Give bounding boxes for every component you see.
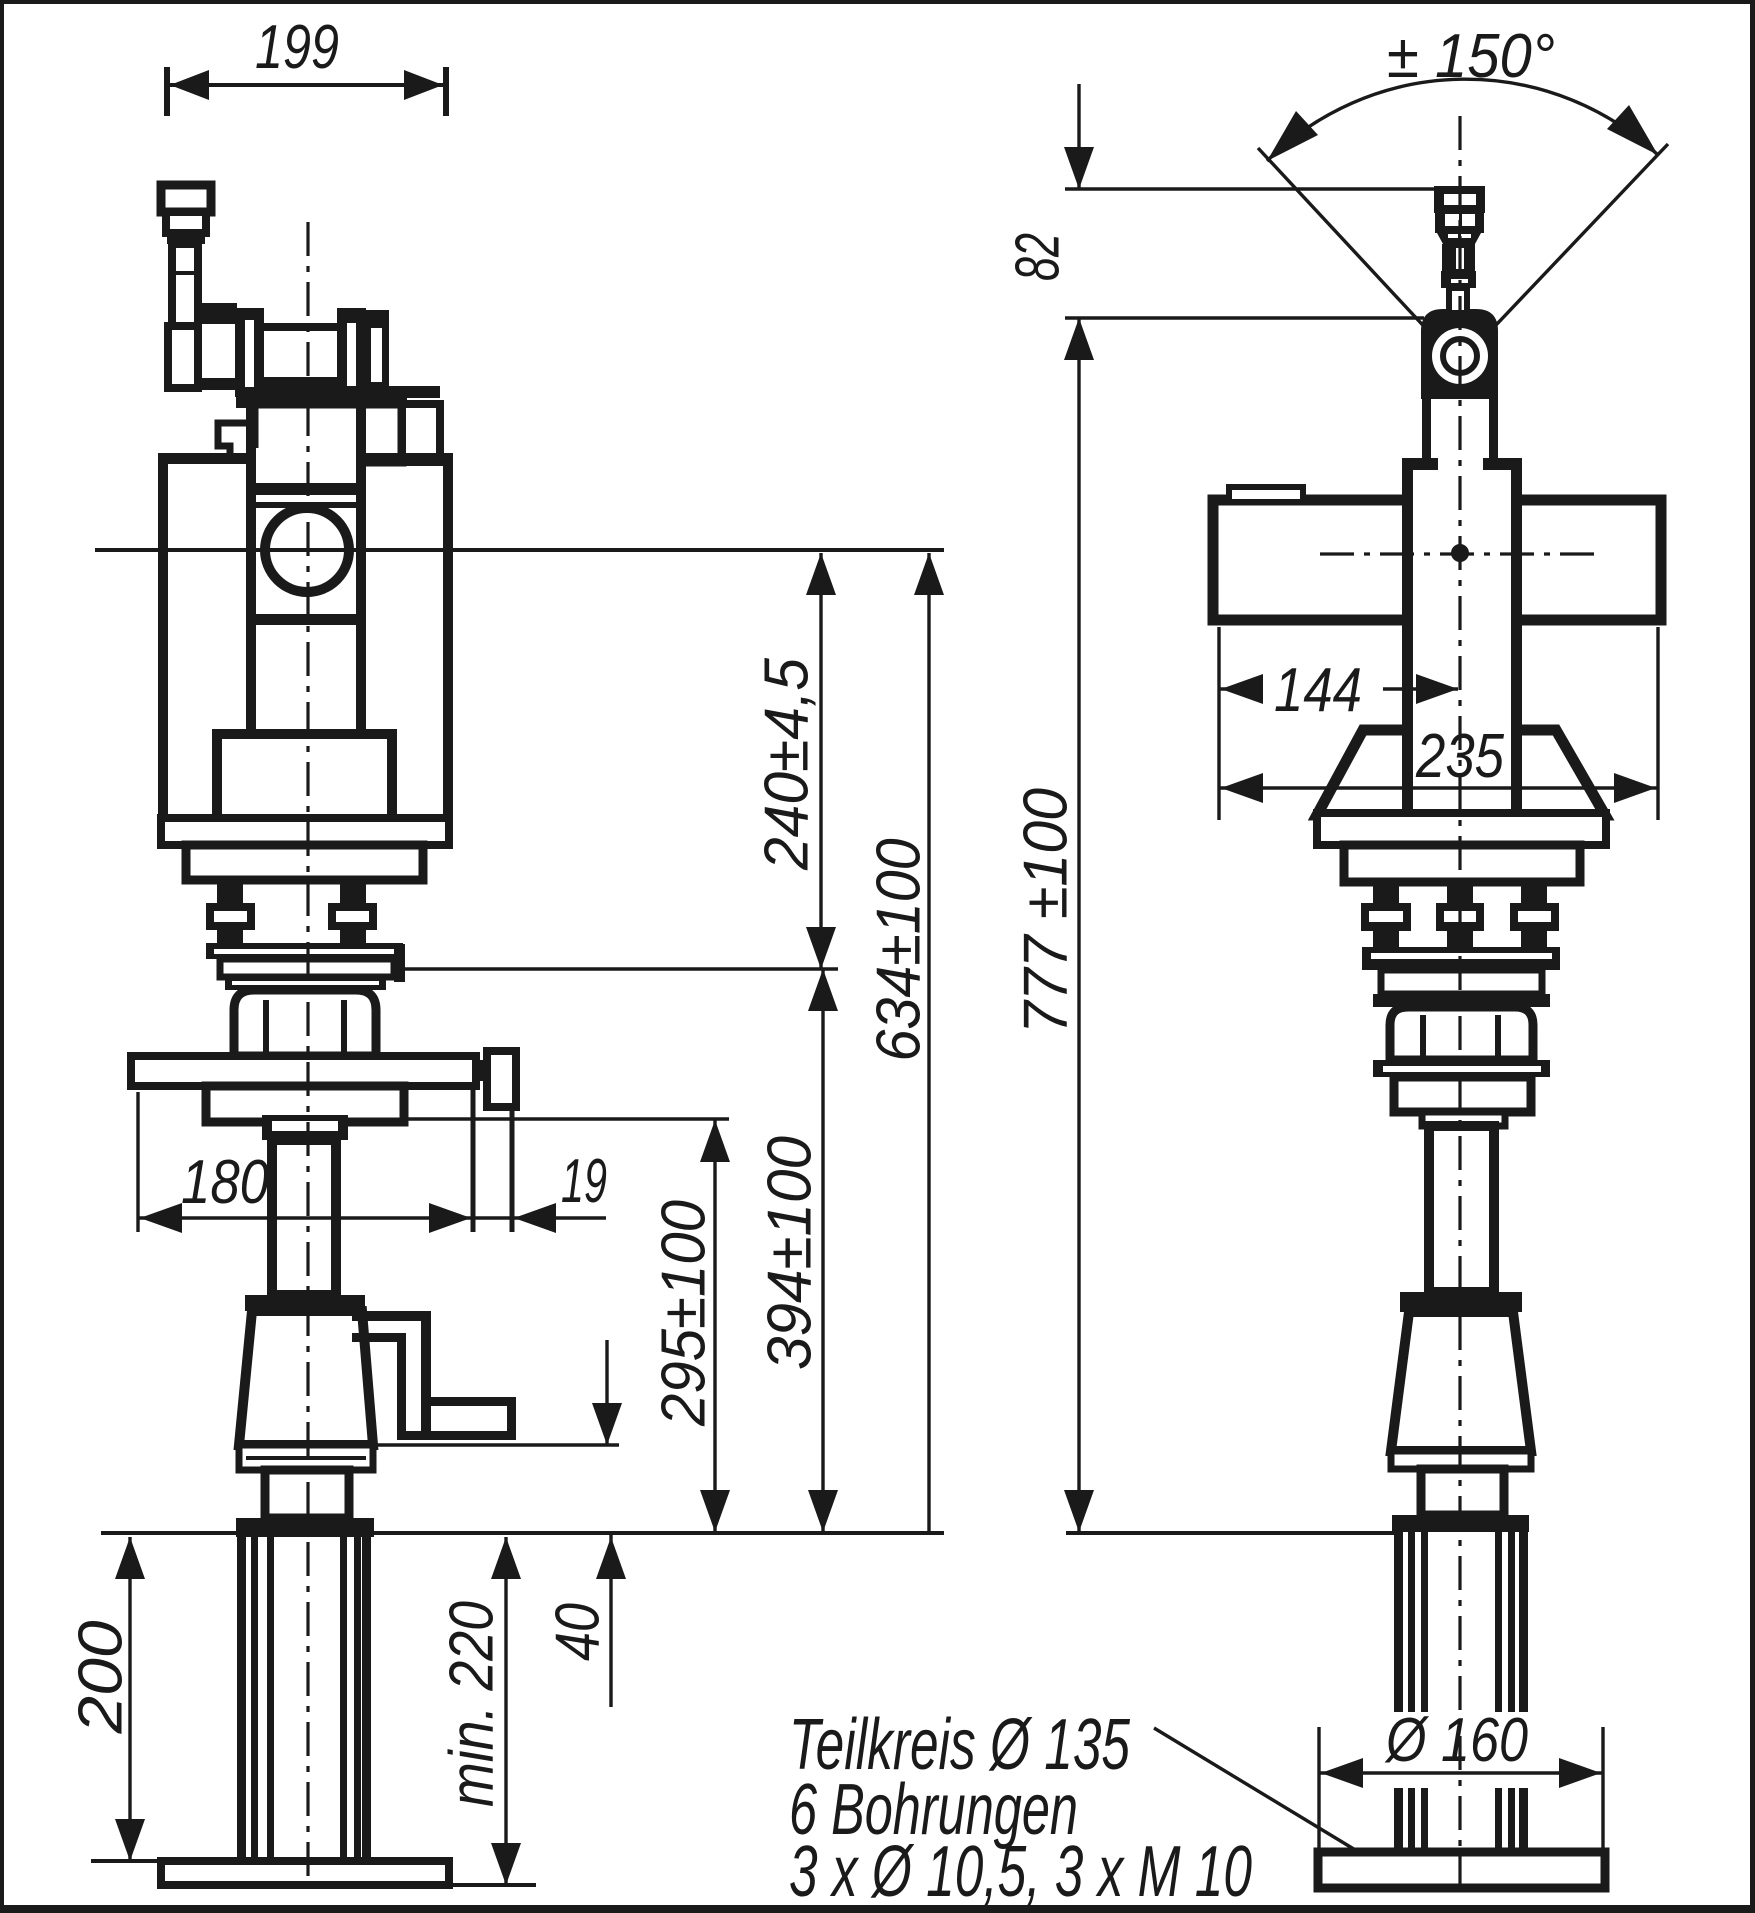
svg-text:6 Bohrungen: 6 Bohrungen (789, 1770, 1078, 1850)
svg-text:295±100: 295±100 (650, 1200, 719, 1427)
svg-text:19: 19 (561, 1147, 607, 1216)
svg-text:235: 235 (1415, 722, 1504, 791)
svg-text:394±100: 394±100 (756, 1136, 825, 1370)
svg-text:240±4,5: 240±4,5 (753, 658, 822, 871)
svg-text:777 ±100: 777 ±100 (1012, 788, 1081, 1034)
svg-text:199: 199 (255, 13, 339, 82)
svg-text:Teilkreis Ø 135: Teilkreis Ø 135 (789, 1705, 1131, 1785)
svg-text:144: 144 (1274, 656, 1362, 725)
svg-text:200: 200 (67, 1621, 136, 1735)
svg-text:82: 82 (1004, 233, 1073, 281)
svg-text:min. 220: min. 220 (438, 1601, 507, 1807)
svg-text:Ø 160: Ø 160 (1384, 1706, 1528, 1775)
svg-text:± 150°: ± 150° (1387, 22, 1555, 91)
svg-text:3 x Ø 10,5, 3 x M 10: 3 x Ø 10,5, 3 x M 10 (789, 1832, 1252, 1912)
svg-text:634±100: 634±100 (865, 839, 934, 1062)
svg-text:180: 180 (181, 1148, 269, 1217)
svg-text:40: 40 (544, 1603, 613, 1661)
